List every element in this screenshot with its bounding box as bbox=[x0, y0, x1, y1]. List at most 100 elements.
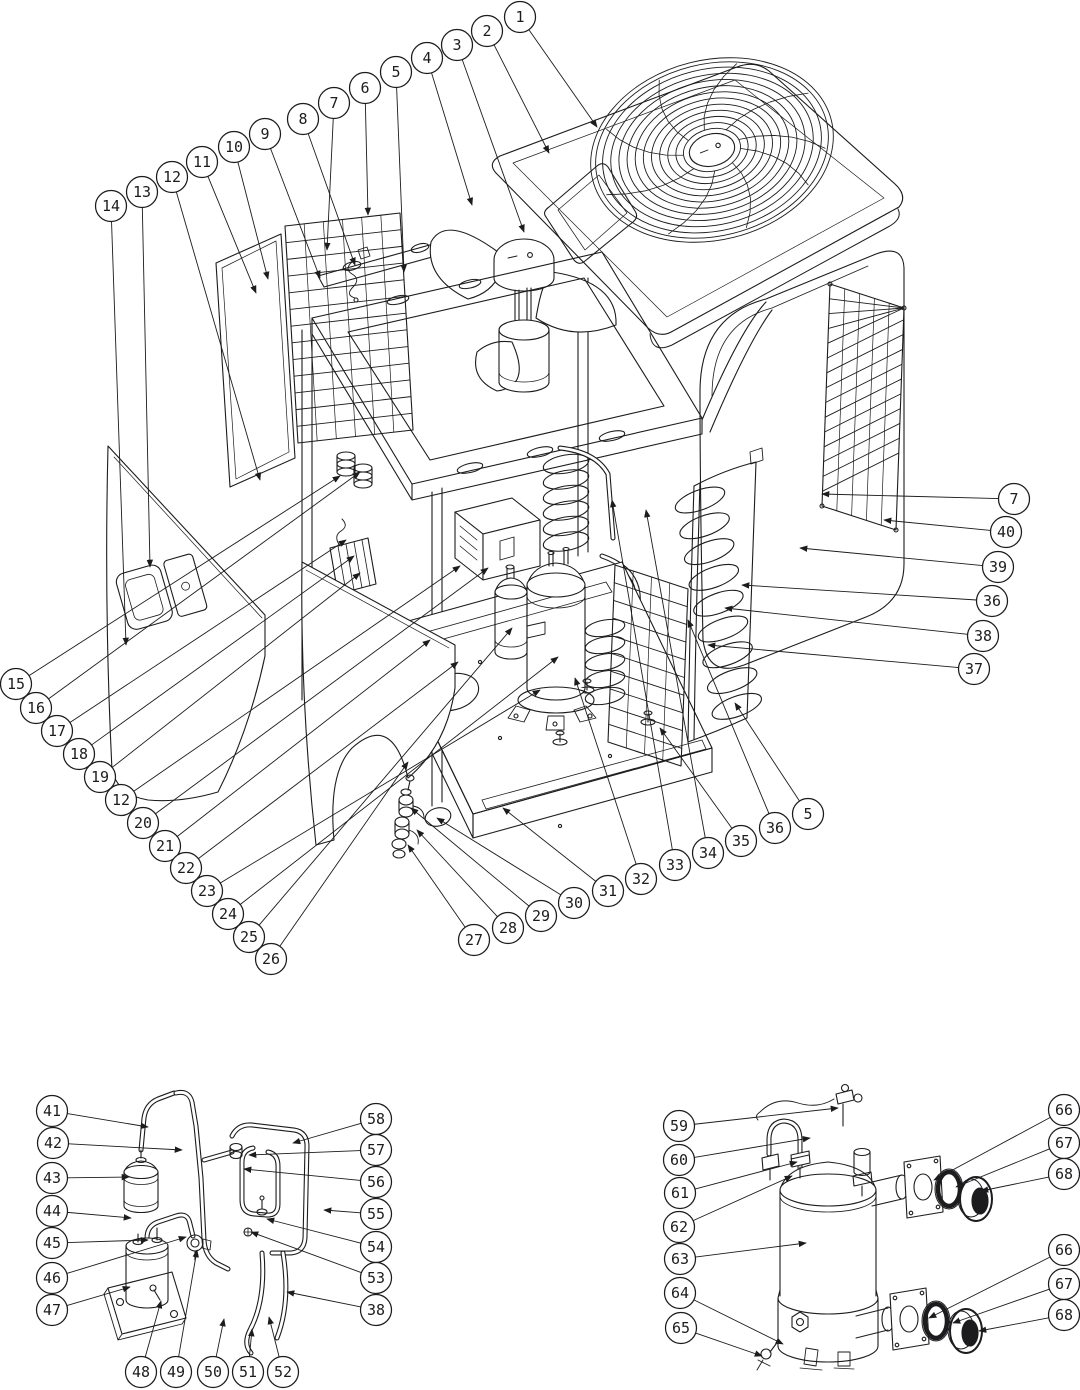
balloon-circle bbox=[440, 28, 474, 62]
balloon-number: 50 bbox=[204, 1363, 222, 1381]
leader-line bbox=[207, 176, 257, 294]
callout-7: 7 bbox=[317, 86, 351, 251]
fan-shaft bbox=[514, 287, 532, 329]
callout-34: 34 bbox=[644, 509, 725, 870]
leader-line bbox=[69, 539, 347, 723]
heat-exchanger-coil-lower bbox=[584, 618, 626, 706]
leader-line bbox=[928, 1256, 1051, 1319]
leader-line bbox=[978, 1317, 1049, 1333]
callout-44: 44 bbox=[35, 1194, 132, 1228]
leader-line bbox=[416, 829, 498, 917]
balloon-circle bbox=[35, 1293, 69, 1327]
balloon-circle bbox=[557, 886, 591, 920]
balloon-number: 25 bbox=[240, 928, 258, 946]
leader-line bbox=[799, 545, 983, 566]
tank-legs bbox=[799, 1347, 855, 1371]
leader-line bbox=[267, 1316, 280, 1358]
balloon-circle bbox=[35, 1194, 69, 1228]
leader-line bbox=[952, 1288, 1050, 1324]
callout-59: 59 bbox=[662, 1105, 839, 1143]
leader-line bbox=[644, 509, 706, 838]
leader-line bbox=[407, 844, 466, 928]
balloon-number: 38 bbox=[367, 1301, 385, 1319]
balloon-number: 6 bbox=[360, 79, 369, 97]
leader-line bbox=[502, 807, 597, 882]
balloon-number: 5 bbox=[391, 63, 400, 81]
balloon-number: 8 bbox=[298, 110, 307, 128]
leader-line bbox=[28, 475, 341, 677]
rubber-mounts bbox=[336, 451, 373, 489]
balloon-number: 43 bbox=[43, 1169, 61, 1187]
leader-line bbox=[694, 1136, 811, 1158]
balloon-number: 7 bbox=[1009, 490, 1018, 508]
balloon-number: 22 bbox=[177, 859, 195, 877]
leader-line bbox=[734, 702, 800, 802]
leader-line bbox=[220, 689, 541, 884]
balloon-circle bbox=[125, 175, 159, 209]
callout-51: 51 bbox=[231, 1328, 265, 1389]
callout-9: 9 bbox=[248, 117, 321, 279]
callout-62: 62 bbox=[662, 1175, 793, 1244]
leader-line bbox=[821, 490, 999, 500]
balloon-number: 45 bbox=[43, 1234, 61, 1252]
callout-38: 38 bbox=[286, 1290, 393, 1327]
leader-line bbox=[248, 1328, 255, 1357]
balloon-number: 51 bbox=[239, 1363, 257, 1381]
leader-line bbox=[198, 661, 459, 860]
leader-line bbox=[436, 817, 562, 896]
balloon-number: 13 bbox=[133, 183, 151, 201]
balloon-circle bbox=[19, 691, 53, 725]
callout-65: 65 bbox=[664, 1311, 763, 1357]
leader-line bbox=[307, 133, 356, 266]
leader-line bbox=[176, 639, 431, 837]
flow-switch bbox=[835, 1083, 863, 1127]
compressor bbox=[507, 546, 597, 731]
balloon-number: 12 bbox=[163, 168, 181, 186]
balloon-circle bbox=[155, 160, 189, 194]
callout-57: 57 bbox=[248, 1133, 393, 1167]
leader-line bbox=[243, 1166, 361, 1181]
balloon-number: 53 bbox=[367, 1269, 385, 1287]
balloon-number: 67 bbox=[1055, 1134, 1073, 1152]
balloon-number: 10 bbox=[225, 138, 243, 156]
balloon-circle bbox=[217, 130, 251, 164]
leader-line bbox=[694, 1160, 798, 1190]
main-assembly-view bbox=[106, 57, 907, 859]
balloon-circle bbox=[503, 0, 537, 34]
callout-68: 68 bbox=[978, 1298, 1080, 1333]
callout-50: 50 bbox=[196, 1318, 230, 1389]
callouts-main: 1234567891011121314151617181912202122232… bbox=[0, 0, 1031, 976]
callout-11: 11 bbox=[185, 145, 257, 294]
leader-line bbox=[324, 118, 334, 251]
balloon-number: 1 bbox=[515, 8, 524, 26]
callout-2: 2 bbox=[470, 14, 550, 154]
balloon-circle bbox=[662, 1210, 696, 1244]
balloon-circle bbox=[758, 811, 792, 845]
balloon-circle bbox=[35, 1261, 69, 1295]
balloon-circle bbox=[104, 783, 138, 817]
balloon-number: 54 bbox=[367, 1238, 385, 1256]
lower-coupling-ring bbox=[922, 1301, 950, 1341]
balloon-circle bbox=[359, 1165, 393, 1199]
callout-54: 54 bbox=[266, 1217, 393, 1264]
leader-line bbox=[693, 1299, 784, 1345]
balloon-circle bbox=[359, 1133, 393, 1167]
lower-port bbox=[855, 1287, 983, 1354]
balloon-circle bbox=[457, 923, 491, 957]
back-right-grille bbox=[819, 281, 907, 533]
balloon-number: 52 bbox=[274, 1363, 292, 1381]
balloon-number: 46 bbox=[43, 1269, 61, 1287]
top-cover bbox=[491, 63, 904, 349]
balloon-circle bbox=[126, 806, 160, 840]
leader-line bbox=[48, 471, 361, 700]
balloon-circle bbox=[94, 189, 128, 223]
balloon-number: 57 bbox=[367, 1141, 385, 1159]
balloon-circle bbox=[663, 1276, 697, 1310]
callout-48: 48 bbox=[124, 1300, 163, 1389]
balloon-number: 21 bbox=[156, 837, 174, 855]
leader-line bbox=[178, 1249, 199, 1357]
balloon-number: 39 bbox=[989, 558, 1007, 576]
balloon-circle bbox=[62, 737, 96, 771]
balloon-circle bbox=[211, 897, 245, 931]
